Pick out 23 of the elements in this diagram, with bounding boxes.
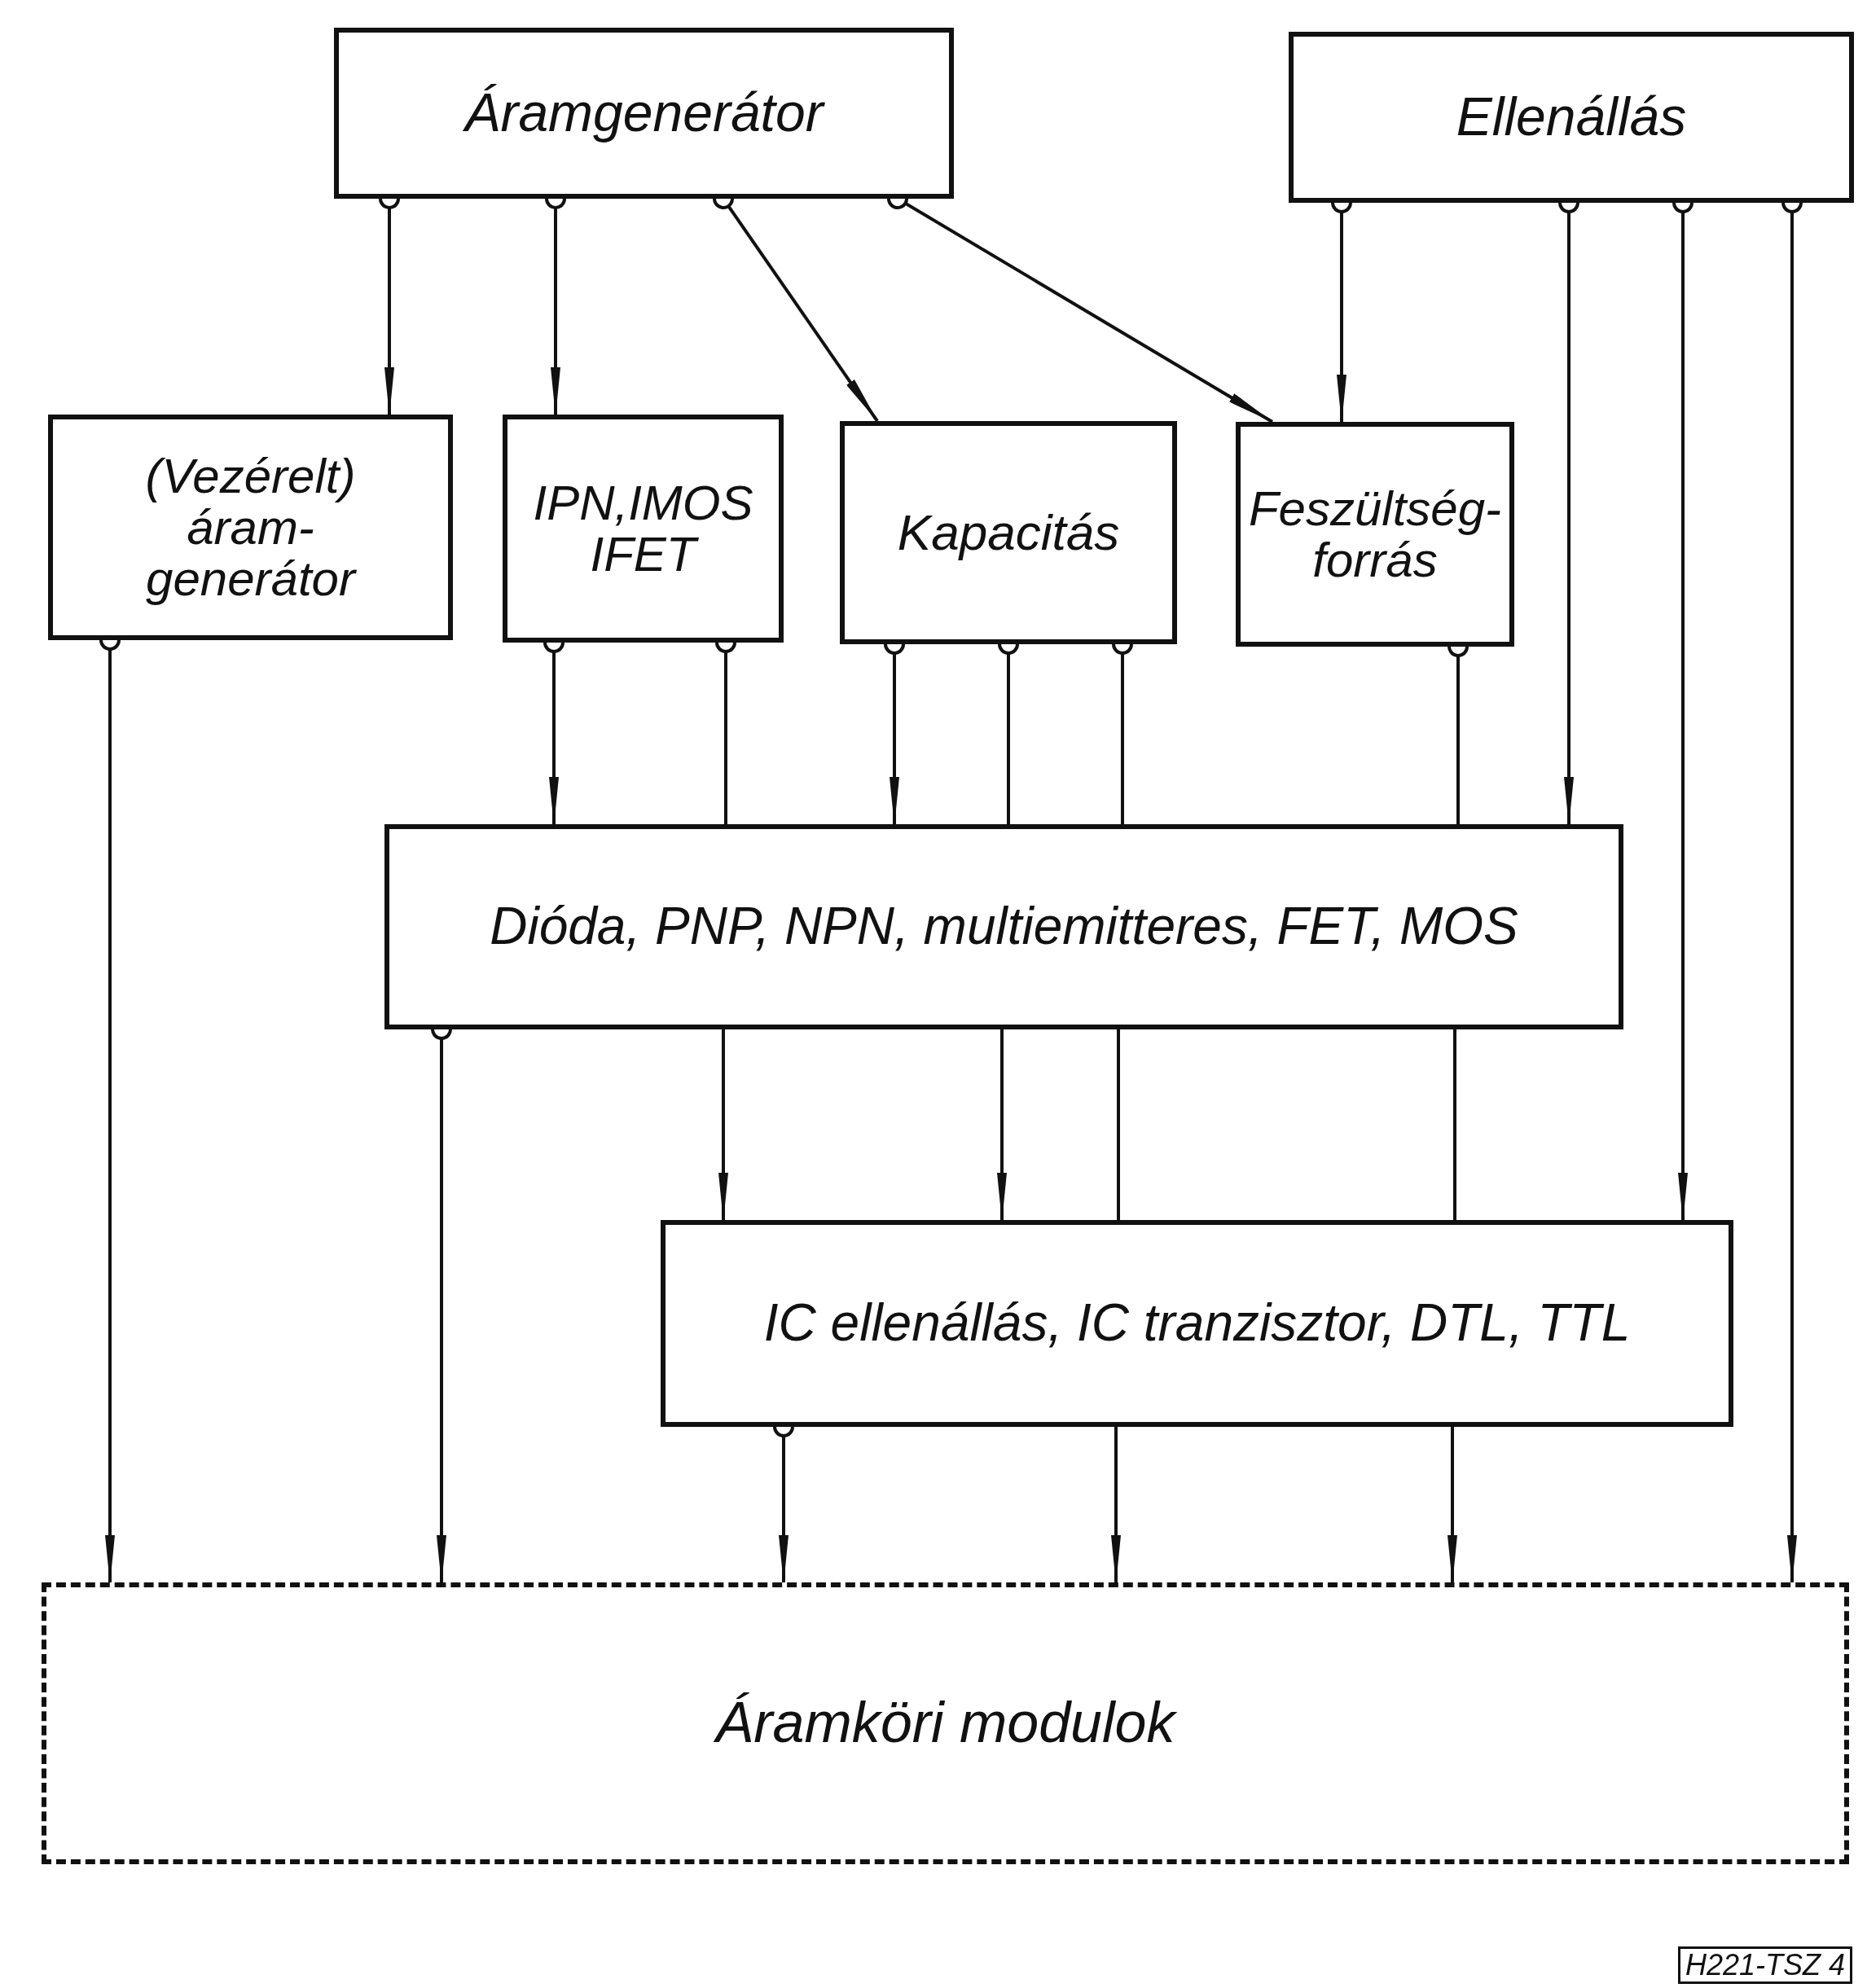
process-box [503, 415, 784, 643]
process-box [1289, 32, 1854, 203]
dashed-group-box [42, 1582, 1849, 1864]
box-label: Ellenállás [1456, 89, 1687, 146]
box-label: Áramköri modulok [715, 1693, 1175, 1753]
box-label: Áramgenerátor [464, 85, 824, 142]
process-box [384, 824, 1623, 1029]
process-box [334, 28, 954, 199]
box-label: IPN,IMOS IFET [533, 477, 753, 580]
box-label: Dióda, PNP, NPN, multiemitteres, FET, MOS [490, 899, 1518, 955]
box-label: Feszültség- forrás [1248, 483, 1502, 586]
arrow [1447, 1427, 1457, 1584]
arrow [1111, 1427, 1121, 1584]
figure-code: H221-TSZ 4 [1677, 1946, 1852, 1984]
box-label: IC ellenállás, IC tranzisztor, DTL, TTL [763, 1296, 1631, 1351]
arrow [718, 1029, 728, 1222]
process-box [840, 421, 1177, 644]
process-box [661, 1220, 1733, 1427]
process-box [1236, 422, 1514, 647]
process-box [48, 415, 453, 640]
arrow [997, 1029, 1007, 1222]
box-label: (Vezérelt) áram- generátor [144, 450, 358, 604]
box-label: Kapacitás [897, 506, 1120, 560]
